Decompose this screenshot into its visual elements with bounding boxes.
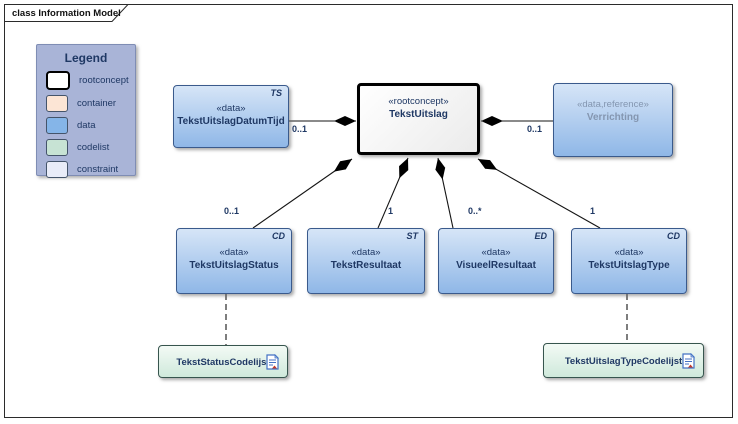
node-tekstuitslagdatumtijd[interactable]: TS «data» TekstUitslagDatumTijd <box>173 85 289 148</box>
node-tekstuitslag[interactable]: «rootconcept» TekstUitslag <box>357 83 480 155</box>
legend-item-container: container <box>46 95 135 112</box>
datatype-tag: ED <box>534 231 547 241</box>
edge-visueel <box>435 157 454 229</box>
node-name: TekstUitslag <box>389 109 448 120</box>
node-tekstresultaat[interactable]: ST «data» TekstResultaat <box>307 228 425 294</box>
codelist-document-icon <box>266 353 279 370</box>
legend-label: rootconcept <box>79 75 129 86</box>
node-tekstuitslagstatus[interactable]: CD «data» TekstUitslagStatus <box>176 228 292 294</box>
edge-type <box>477 158 601 229</box>
codelist-swatch <box>46 139 68 156</box>
stereotype: «data» <box>216 103 246 114</box>
stereotype: «data» <box>614 247 644 258</box>
multiplicity-label: 0..* <box>468 206 482 216</box>
stereotype: «data» <box>481 247 511 258</box>
stereotype: «data,reference» <box>577 99 649 110</box>
datatype-tag: TS <box>270 88 282 98</box>
legend-panel: Legend rootconcept container data codeli… <box>36 44 136 178</box>
edge-resultaat <box>377 157 409 229</box>
edge-status <box>252 158 353 229</box>
multiplicity-label: 0..1 <box>224 206 240 216</box>
diagram-frame <box>4 4 733 418</box>
legend-label: constraint <box>77 164 119 175</box>
frame-title: class Information Model <box>12 8 121 19</box>
legend-item-constraint: constraint <box>46 161 135 178</box>
multiplicity-label: 1 <box>590 206 596 216</box>
node-name: TekstUitslagDatumTijd <box>177 116 285 127</box>
node-verrichting[interactable]: «data,reference» Verrichting <box>553 83 673 157</box>
container-swatch <box>46 95 68 112</box>
legend-label: codelist <box>77 142 110 153</box>
datatype-tag: CD <box>272 231 285 241</box>
legend-item-codelist: codelist <box>46 139 135 156</box>
legend-item-data: data <box>46 117 135 134</box>
node-name: TekstResultaat <box>330 260 402 271</box>
node-name: TekstUitslagTypeCodelijst <box>564 356 683 367</box>
multiplicity-label: 1 <box>388 206 394 216</box>
legend-item-rootconcept: rootconcept <box>46 71 135 90</box>
datatype-tag: CD <box>667 231 680 241</box>
data-swatch <box>46 117 68 134</box>
multiplicity-label: 0..1 <box>527 124 543 134</box>
node-tekstuitslagtype[interactable]: CD «data» TekstUitslagType <box>571 228 687 294</box>
node-name: TekstUitslagStatus <box>189 260 279 271</box>
node-visueelresultaat[interactable]: ED «data» VisueelResultaat <box>438 228 554 294</box>
node-name: Verrichting <box>586 112 640 123</box>
legend-label: data <box>77 120 96 131</box>
stereotype: «rootconcept» <box>388 96 449 107</box>
rootconcept-swatch <box>46 71 70 90</box>
constraint-swatch <box>46 161 68 178</box>
frame-tab <box>4 4 130 22</box>
stereotype: «data» <box>219 247 249 258</box>
datatype-tag: ST <box>406 231 418 241</box>
node-tekstuitslagtypecodelijst[interactable]: TekstUitslagTypeCodelijst <box>543 343 704 378</box>
multiplicity-label: 0..1 <box>292 124 308 134</box>
node-name: TekstStatusCodelijst <box>176 357 270 368</box>
node-name: VisueelResultaat <box>456 260 536 271</box>
stereotype: «data» <box>351 247 381 258</box>
legend-label: container <box>77 98 117 109</box>
legend-title: Legend <box>64 51 108 65</box>
node-name: TekstUitslagType <box>588 260 670 271</box>
codelist-document-icon <box>682 352 695 369</box>
node-tekststatuscodelijst[interactable]: TekstStatusCodelijst <box>158 345 288 378</box>
